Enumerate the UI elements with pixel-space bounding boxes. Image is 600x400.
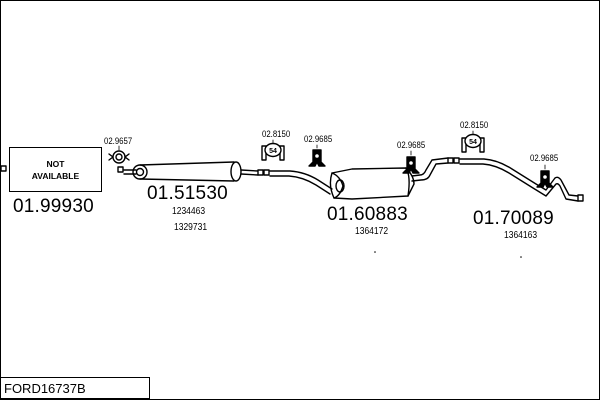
intermediate-pipe-icon (263, 169, 333, 195)
part-number[interactable]: 01.70089 (473, 208, 554, 229)
rubber-mount-icon (461, 133, 485, 153)
rear-silencer-icon (329, 157, 454, 200)
accessory-number[interactable]: 02.9685 (530, 153, 559, 164)
hanger-icon (536, 170, 554, 188)
clamp-icon (108, 150, 130, 164)
oe-number: 1329731 (174, 222, 208, 233)
accessory-number[interactable]: 02.9685 (397, 140, 426, 151)
not-available-line2: AVAILABLE (31, 170, 80, 181)
centre-silencer-icon (123, 161, 264, 182)
oe-number: 1234463 (172, 206, 206, 217)
part-number[interactable]: 01.60883 (327, 204, 408, 225)
dot-mark (520, 256, 522, 258)
hanger-icon (308, 149, 326, 167)
connector-marker (117, 166, 124, 173)
part-number[interactable]: 01.51530 (147, 183, 228, 204)
oe-number: 1364163 (504, 230, 538, 241)
part-number[interactable]: 01.99930 (13, 196, 94, 217)
tail-pipe-icon (453, 157, 584, 202)
accessory-number[interactable]: 02.9657 (104, 136, 133, 147)
dot-mark (374, 251, 376, 253)
accessory-number[interactable]: 02.8150 (460, 120, 489, 131)
oe-number: 1364172 (355, 226, 389, 237)
connector-marker (0, 165, 7, 172)
mount-label: 54 (269, 148, 277, 155)
accessory-number[interactable]: 02.9685 (304, 134, 333, 145)
hanger-icon (402, 156, 420, 174)
reference-title-text: FORD16737B (4, 380, 86, 396)
accessory-number[interactable]: 02.8150 (262, 129, 291, 140)
not-available-line1: NOT (46, 158, 65, 169)
mount-label: 54 (469, 139, 477, 146)
reference-title: FORD16737B (0, 377, 150, 399)
not-available-box: NOT AVAILABLE (9, 147, 102, 192)
rubber-mount-icon (261, 142, 285, 161)
